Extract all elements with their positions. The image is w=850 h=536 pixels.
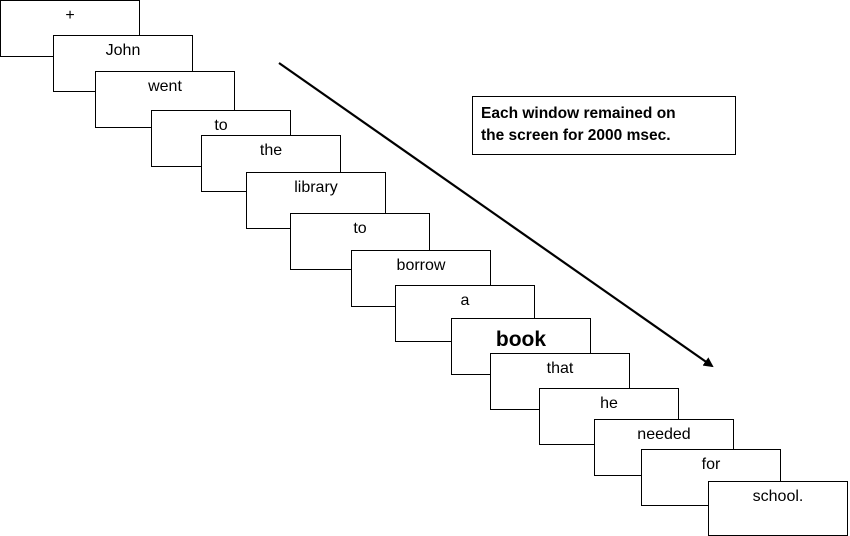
timing-note: Each window remained on the screen for 2… [472, 96, 736, 155]
word-label: + [65, 7, 75, 24]
timing-note-line-2: the screen for 2000 msec. [481, 127, 671, 144]
word-label: he [600, 395, 618, 412]
arrow-line [278, 62, 714, 368]
timing-note-line-1: Each window remained on [481, 105, 676, 122]
word-label: for [701, 456, 721, 473]
word-label: a [460, 292, 470, 309]
word-label: the [259, 142, 283, 159]
word-label: borrow [396, 257, 446, 274]
word-label: went [148, 78, 182, 95]
word-label: library [294, 179, 338, 196]
word-label: to [353, 220, 367, 237]
word-label: John [105, 42, 141, 59]
word-window: school. [708, 481, 848, 536]
word-label: needed [637, 426, 691, 443]
word-label: school. [752, 488, 804, 505]
word-label: book [495, 328, 547, 351]
word-label: to [214, 117, 228, 134]
word-label: that [546, 360, 574, 377]
